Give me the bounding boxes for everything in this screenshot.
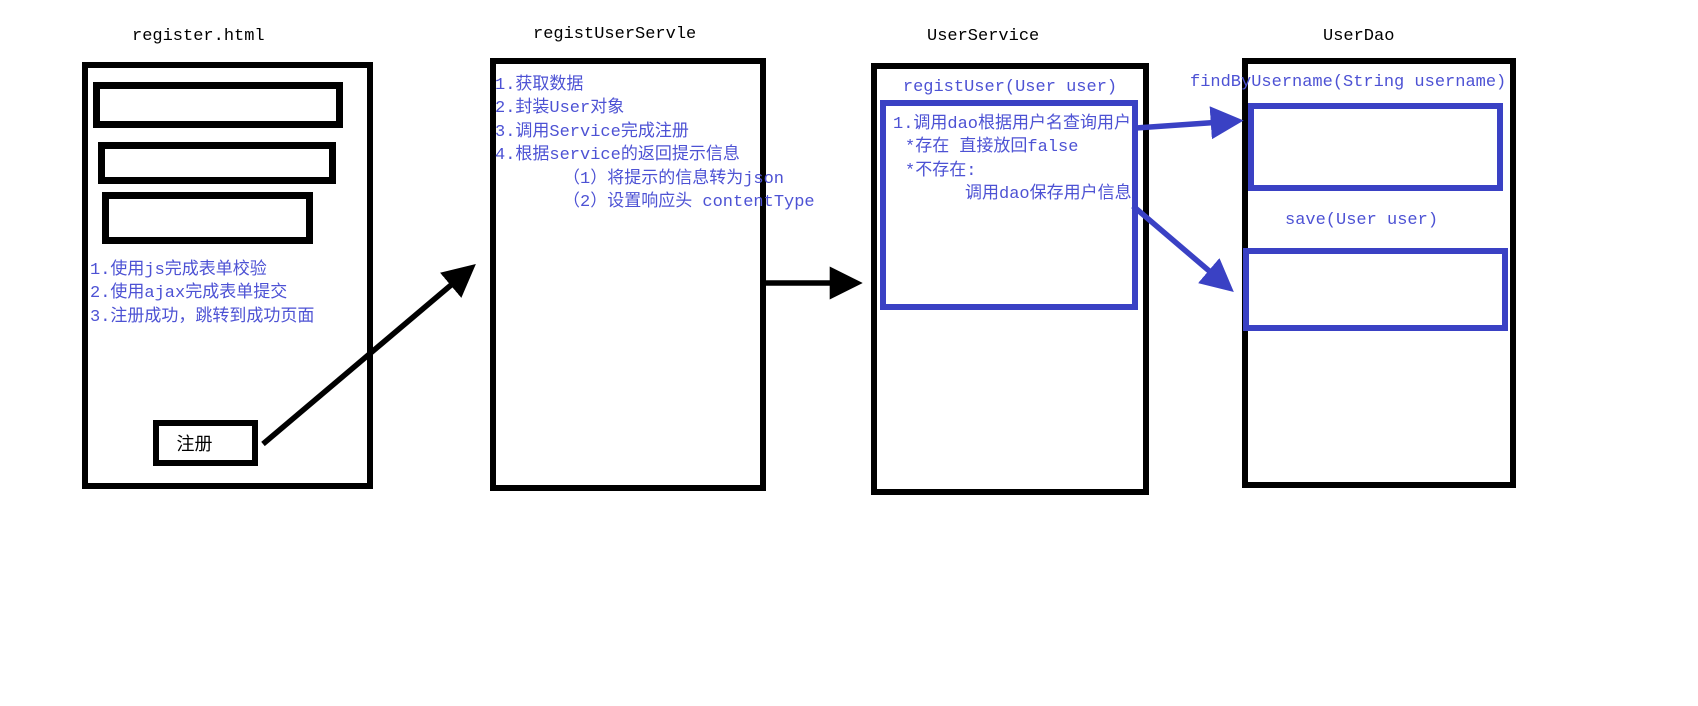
title-user-service: UserService [927,27,1040,46]
service-logic-2: *存在 直接放回false [905,138,1079,158]
register-note-1: 1.使用js完成表单校验 [90,261,267,280]
title-register-html: register.html [132,27,265,46]
service-method-label: registUser(User user) [902,78,1118,97]
servlet-step-4b: （2）设置响应头 contentType [563,193,815,213]
form-field-3 [102,192,313,244]
title-user-dao: UserDao [1323,27,1395,46]
service-logic-1: 1.调用dao根据用户名查询用户 [893,115,1132,134]
register-button-label: 注册 [176,436,213,456]
servlet-box [490,58,766,491]
service-logic-4: 调用dao保存用户信息 [965,185,1132,205]
register-notes: 1.使用js完成表单校验 2.使用ajax完成表单提交 3.注册成功，跳转到成功… [90,259,314,329]
register-note-3: 3.注册成功，跳转到成功页面 [90,307,315,327]
service-logic-rect: 1.调用dao根据用户名查询用户 *存在 直接放回false *不存在: 调用d… [880,100,1138,310]
dao-find-rect [1248,103,1503,191]
register-button: 注册 [153,420,258,466]
form-field-2 [98,142,336,184]
servlet-step-4: 4.根据service的返回提示信息 [495,146,740,166]
service-logic-3: *不存在: [905,161,977,181]
servlet-step-2: 2.封装User对象 [495,99,625,119]
title-regist-user-servlet: registUserServle [533,25,697,44]
dao-save-rect [1243,248,1508,331]
register-note-2: 2.使用ajax完成表单提交 [90,284,288,304]
servlet-step-3: 3.调用Service完成注册 [495,122,689,142]
arrow-service-to-find [1135,106,1244,140]
dao-save-method-label: save(User user) [1285,211,1439,230]
dao-find-method-label: findByUsername(String username) [1190,73,1507,92]
form-field-1 [93,82,343,128]
servlet-step-4a: （1）将提示的信息转为json [563,169,785,189]
servlet-step-1: 1.获取数据 [495,76,584,95]
servlet-steps: 1.获取数据 2.封装User对象 3.调用Service完成注册 4.根据se… [495,74,815,214]
